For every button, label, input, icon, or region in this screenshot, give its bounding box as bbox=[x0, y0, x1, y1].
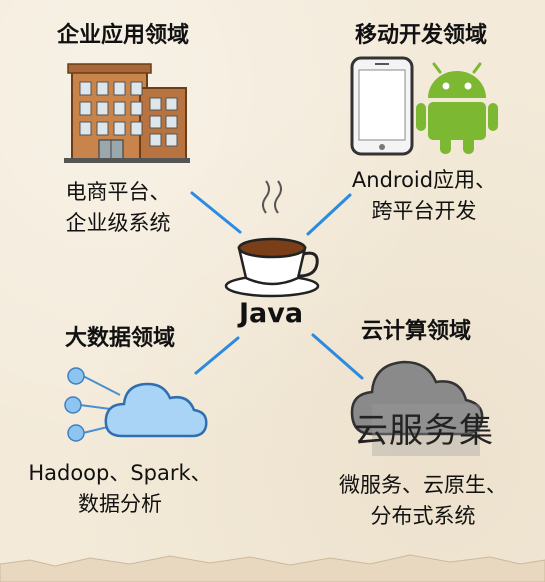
mobile-desc: Android应用、 跨平台开发 bbox=[334, 165, 514, 227]
bigdata-desc-line2: 数据分析 bbox=[78, 492, 162, 516]
bigdata-title: 大数据领域 bbox=[64, 326, 175, 351]
bigdata-desc-line1: Hadoop、Spark、 bbox=[28, 461, 212, 485]
enterprise-title: 企业应用领域 bbox=[56, 23, 189, 48]
cloud-service-word: 云服务集 bbox=[354, 411, 494, 451]
cloud-title: 云计算领域 bbox=[360, 319, 471, 344]
blue-cloud-icon bbox=[104, 382, 208, 438]
connector-bigdata bbox=[194, 336, 240, 375]
cloud-desc-line2: 分布式系统 bbox=[370, 504, 476, 528]
cloud-desc: 微服务、云原生、 分布式系统 bbox=[318, 470, 528, 532]
mobile-desc-line2: 跨平台开发 bbox=[371, 199, 477, 223]
bigdata-desc: Hadoop、Spark、 数据分析 bbox=[15, 458, 225, 520]
mobile-title: 移动开发领域 bbox=[354, 23, 487, 48]
center-label: Java bbox=[238, 298, 304, 329]
enterprise-desc-line1: 电商平台、 bbox=[65, 180, 171, 204]
mobile-desc-line1: Android应用、 bbox=[351, 168, 497, 192]
enterprise-desc: 电商平台、 企业级系统 bbox=[38, 177, 198, 239]
cloud-desc-line1: 微服务、云原生、 bbox=[339, 473, 507, 497]
torn-paper-edge bbox=[0, 554, 545, 582]
connector-mobile bbox=[306, 193, 352, 236]
enterprise-desc-line2: 企业级系统 bbox=[65, 211, 171, 235]
connector-cloud bbox=[311, 333, 364, 380]
connector-enterprise bbox=[190, 191, 242, 234]
